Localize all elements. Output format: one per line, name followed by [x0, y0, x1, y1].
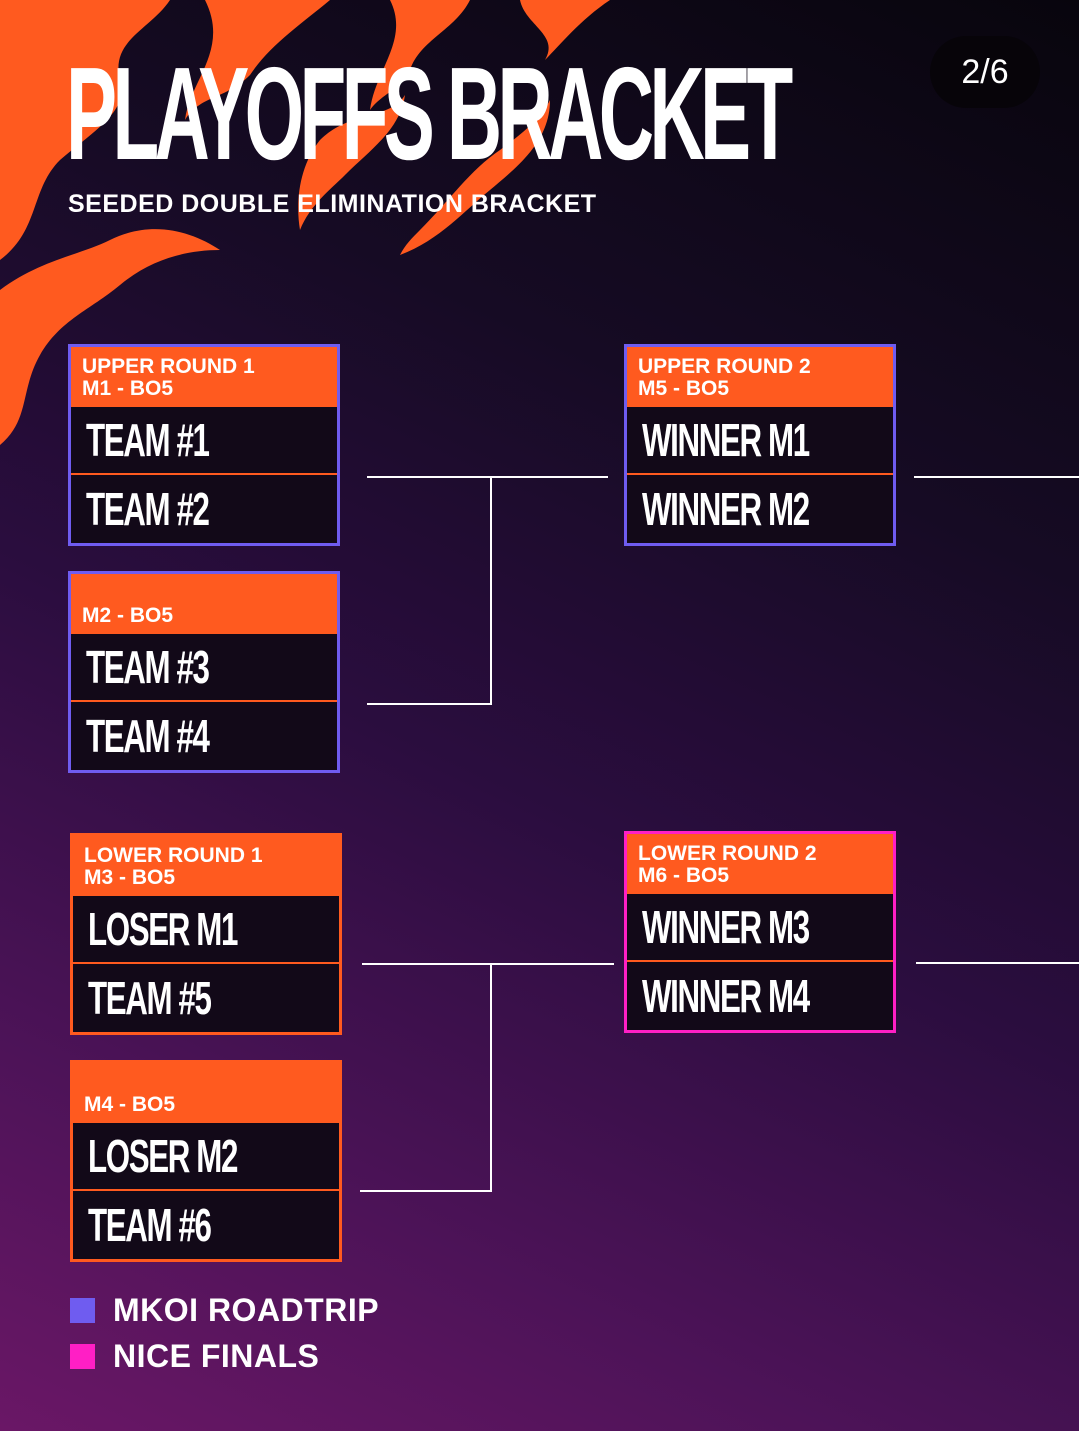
- team-name: TEAM #5: [88, 972, 212, 1024]
- round-label: LOWER ROUND 1: [84, 844, 263, 867]
- connector-line: [360, 1190, 492, 1192]
- round-label: UPPER ROUND 2: [638, 355, 811, 378]
- match-header: M4 - BO5: [73, 1063, 339, 1123]
- match-label: M5 - BO5: [638, 377, 730, 400]
- connector-line: [367, 703, 492, 705]
- legend-swatch: [70, 1344, 95, 1369]
- team-slot: TEAM #5: [73, 964, 339, 1032]
- page-subtitle: SEEDED DOUBLE ELIMINATION BRACKET: [68, 190, 597, 218]
- team-slot: WINNER M3: [627, 894, 893, 962]
- match-card-m4: M4 - BO5 LOSER M2 TEAM #6: [70, 1060, 342, 1262]
- connector-line: [490, 476, 492, 705]
- team-name: TEAM #4: [86, 710, 210, 762]
- legend-label: MKOI ROADTRIP: [113, 1292, 380, 1328]
- connector-line: [914, 476, 1079, 478]
- team-name: LOSER M1: [88, 903, 238, 955]
- match-label: M4 - BO5: [84, 1093, 176, 1116]
- match-label: M1 - BO5: [82, 377, 174, 400]
- connector-line: [490, 963, 492, 1192]
- legend-item-mkoi-roadtrip: MKOI ROADTRIP: [70, 1292, 379, 1329]
- team-name: TEAM #3: [86, 641, 210, 693]
- round-label: UPPER ROUND 1: [82, 355, 255, 378]
- connector-line: [367, 476, 608, 478]
- team-name: WINNER M1: [642, 414, 810, 466]
- team-name: TEAM #1: [86, 414, 210, 466]
- match-card-m1: UPPER ROUND 1 M1 - BO5 TEAM #1 TEAM #2: [68, 344, 340, 546]
- team-slot: TEAM #6: [73, 1191, 339, 1259]
- team-name: TEAM #2: [86, 483, 210, 535]
- connector-line: [362, 963, 614, 965]
- match-header: UPPER ROUND 2 M5 - BO5: [627, 347, 893, 407]
- team-name: WINNER M3: [642, 901, 810, 953]
- team-slot: WINNER M1: [627, 407, 893, 475]
- team-name: TEAM #6: [88, 1199, 212, 1251]
- team-slot: TEAM #3: [71, 634, 337, 702]
- match-label: M3 - BO5: [84, 866, 176, 889]
- page-counter: 2/6: [930, 36, 1040, 108]
- team-name: LOSER M2: [88, 1130, 238, 1182]
- legend-swatch: [70, 1298, 95, 1323]
- team-slot: TEAM #2: [71, 475, 337, 543]
- match-card-m3: LOWER ROUND 1 M3 - BO5 LOSER M1 TEAM #5: [70, 833, 342, 1035]
- page-title: PLAYOFFS BRACKET: [66, 40, 793, 187]
- team-slot: WINNER M4: [627, 962, 893, 1030]
- team-slot: TEAM #4: [71, 702, 337, 770]
- team-slot: LOSER M2: [73, 1123, 339, 1191]
- match-label: M2 - BO5: [82, 604, 174, 627]
- match-header: LOWER ROUND 1 M3 - BO5: [73, 836, 339, 896]
- connector-line: [916, 962, 1079, 964]
- match-header: LOWER ROUND 2 M6 - BO5: [627, 834, 893, 894]
- team-slot: LOSER M1: [73, 896, 339, 964]
- round-label: LOWER ROUND 2: [638, 842, 817, 865]
- match-card-m5: UPPER ROUND 2 M5 - BO5 WINNER M1 WINNER …: [624, 344, 896, 546]
- team-slot: TEAM #1: [71, 407, 337, 475]
- match-header: M2 - BO5: [71, 574, 337, 634]
- legend-label: NICE FINALS: [113, 1338, 320, 1374]
- team-slot: WINNER M2: [627, 475, 893, 543]
- match-card-m6: LOWER ROUND 2 M6 - BO5 WINNER M3 WINNER …: [624, 831, 896, 1033]
- team-name: WINNER M2: [642, 483, 810, 535]
- legend-item-nice-finals: NICE FINALS: [70, 1338, 319, 1375]
- match-card-m2: M2 - BO5 TEAM #3 TEAM #4: [68, 571, 340, 773]
- team-name: WINNER M4: [642, 970, 810, 1022]
- match-label: M6 - BO5: [638, 864, 730, 887]
- match-header: UPPER ROUND 1 M1 - BO5: [71, 347, 337, 407]
